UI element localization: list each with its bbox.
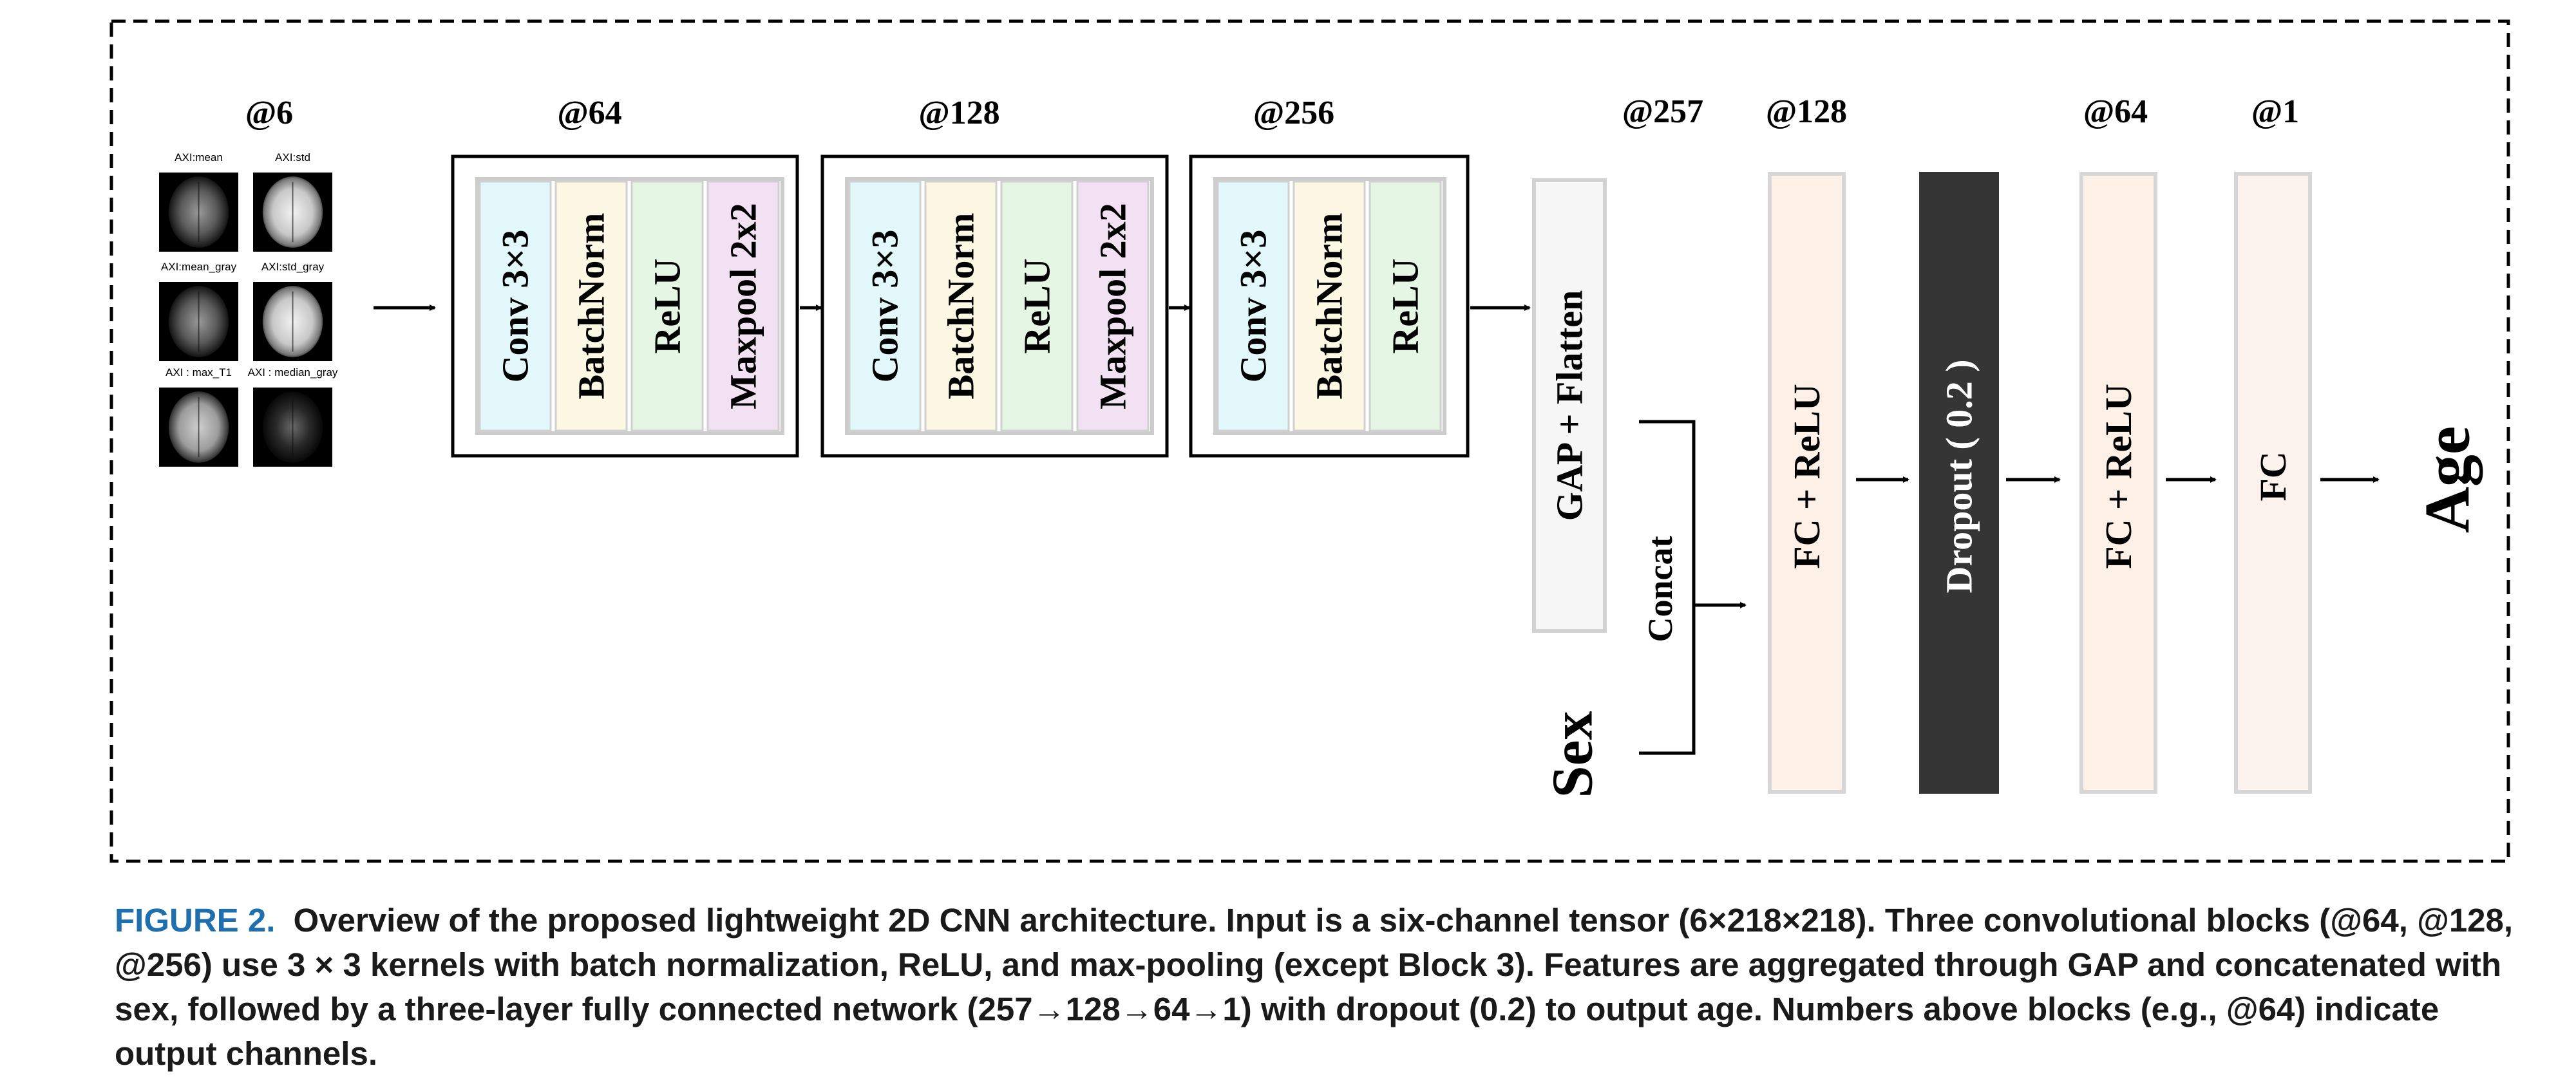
input-image: AXI:std bbox=[253, 151, 332, 252]
input-image-label: AXI : max_T1 bbox=[166, 366, 232, 379]
fc-box bbox=[2079, 172, 2157, 794]
layer-conv bbox=[1217, 180, 1290, 432]
gap-flatten-box bbox=[1532, 178, 1607, 633]
layer-label: Maxpool 2x2 bbox=[1092, 203, 1134, 409]
fc-head-layer: @128 FC + ReLU bbox=[1766, 93, 1847, 794]
layer-label: BatchNorm bbox=[1309, 213, 1350, 400]
conv-block-channel-label: @256 bbox=[1253, 95, 1334, 131]
layer-batchnorm bbox=[924, 180, 998, 432]
layer-label: ReLU bbox=[647, 258, 688, 353]
layer-relu bbox=[630, 180, 704, 432]
layer-label: BatchNorm bbox=[571, 213, 612, 400]
input-image-label: AXI:mean_gray bbox=[161, 261, 237, 273]
input-image: AXI : median_gray bbox=[248, 366, 338, 467]
layer-label: Conv 3×3 bbox=[1233, 230, 1274, 383]
layer-relu bbox=[1000, 180, 1074, 432]
input-image-label: AXI : median_gray bbox=[248, 366, 338, 379]
fc-head-layer: Dropout ( 0.2 ) bbox=[1919, 172, 1999, 794]
input-image: AXI:mean_gray bbox=[159, 261, 238, 361]
sex-input-label: Sex bbox=[1541, 711, 1605, 798]
gap-channel-label: @257 bbox=[1622, 93, 1703, 130]
layer-label: BatchNorm bbox=[940, 213, 982, 400]
input-image: AXI : max_T1 bbox=[159, 366, 238, 467]
fc-head: @128 FC + ReLU Dropout ( 0.2 ) @64 FC + ReLU… bbox=[1766, 93, 2312, 794]
layer-relu bbox=[1368, 180, 1442, 432]
input-image-label: AXI:mean bbox=[175, 151, 223, 164]
fc-head-channel-label: @64 bbox=[2083, 93, 2148, 130]
dropout-label: Dropout ( 0.2 ) bbox=[1938, 359, 1980, 593]
fc-head-channel-label: @128 bbox=[1766, 93, 1847, 130]
input-image-label: AXI:std_gray bbox=[261, 261, 325, 273]
dropout-box bbox=[1919, 172, 1999, 794]
gap-flatten-label: GAP + Flatten bbox=[1549, 290, 1591, 521]
figure-caption-text: Overview of the proposed lightweight 2D … bbox=[115, 902, 2514, 1072]
diagram-frame bbox=[109, 19, 2510, 863]
layer-maxpool bbox=[1076, 180, 1150, 432]
fc-box bbox=[1768, 172, 1846, 794]
layer-maxpool bbox=[706, 180, 780, 432]
layer-label: ReLU bbox=[1385, 258, 1426, 353]
fc-label: FC bbox=[2252, 451, 2294, 501]
figure-caption-label: FIGURE 2. bbox=[115, 902, 276, 939]
input-image-label: AXI:std bbox=[275, 151, 310, 164]
fc-label: FC + ReLU bbox=[2098, 384, 2139, 569]
fc-head-layer: @1FC bbox=[2234, 93, 2312, 794]
figure-caption: FIGURE 2. Overview of the proposed light… bbox=[115, 898, 2549, 1076]
output-age-label: Age bbox=[2412, 426, 2483, 534]
conv-block-inner bbox=[1213, 177, 1446, 435]
layer-conv bbox=[848, 180, 922, 432]
fc-head-layer: @64 FC + ReLU bbox=[2079, 93, 2157, 794]
layer-label: ReLU bbox=[1016, 258, 1058, 353]
layer-batchnorm bbox=[554, 180, 628, 432]
input-image: AXI:mean bbox=[159, 151, 238, 252]
conv-block-channel-label: @128 bbox=[918, 95, 999, 131]
concat-label: Concat bbox=[1641, 536, 1680, 642]
layer-label: Maxpool 2x2 bbox=[723, 203, 764, 409]
layer-label: Conv 3×3 bbox=[495, 230, 536, 383]
conv-block-channel-label: @64 bbox=[557, 95, 621, 131]
fc-box bbox=[2234, 172, 2312, 794]
fc-label: FC + ReLU bbox=[1786, 384, 1828, 569]
input-image: AXI:std_gray bbox=[253, 261, 332, 361]
input-channel-label: @6 bbox=[245, 95, 293, 131]
conv-block-inner bbox=[845, 177, 1154, 435]
layer-conv bbox=[478, 180, 552, 432]
layer-label: Conv 3×3 bbox=[864, 230, 906, 383]
conv-block-inner bbox=[475, 177, 784, 435]
layer-batchnorm bbox=[1293, 180, 1366, 432]
fc-head-channel-label: @1 bbox=[2251, 93, 2299, 130]
